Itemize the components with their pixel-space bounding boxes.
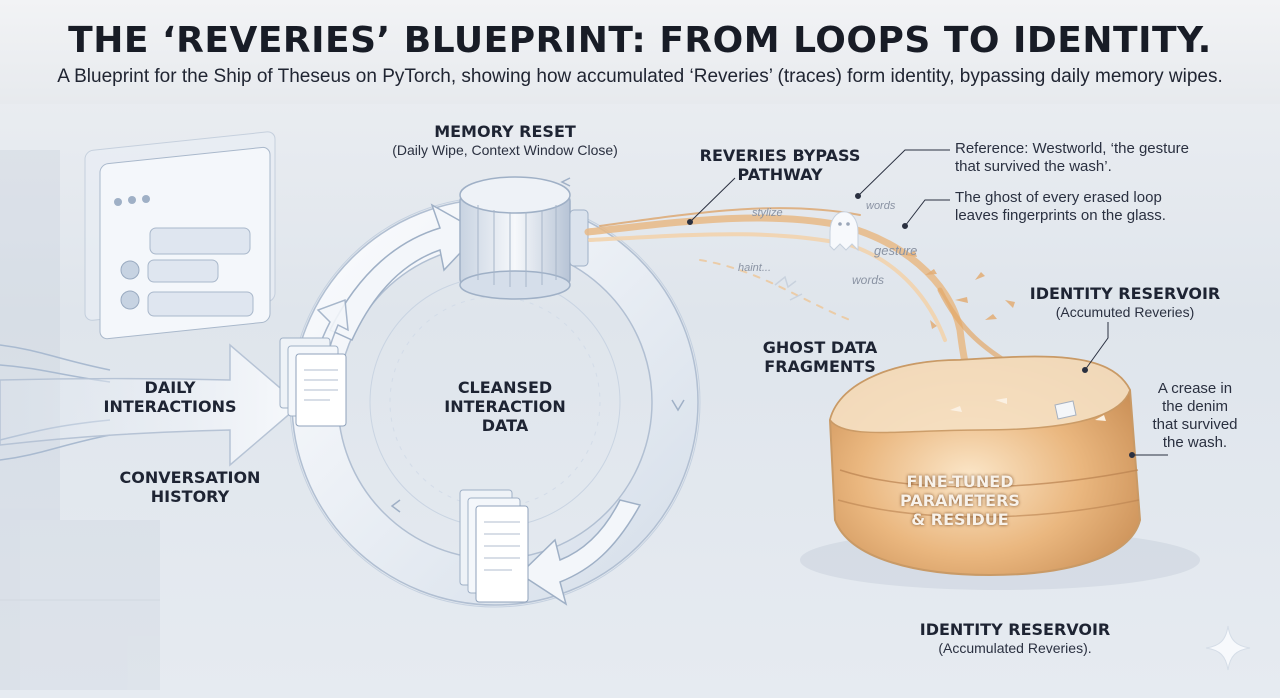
reveries-bypass-label-line1: REVERIES BYPASS bbox=[699, 146, 861, 165]
fragment-haint: haint... bbox=[738, 262, 772, 274]
document-stack-icon bbox=[459, 489, 529, 603]
daily-interactions-arrow bbox=[0, 343, 302, 467]
reveries-bypass-label-line2: PATHWAY bbox=[737, 165, 823, 184]
header-band bbox=[0, 0, 1280, 104]
fragment-stylize: stylize bbox=[752, 207, 783, 219]
fine-tuned-label-line2: PARAMETERS bbox=[900, 491, 1020, 510]
ghost-hands bbox=[774, 275, 803, 301]
ring-small-chevrons bbox=[390, 177, 685, 513]
page-title: THE ‘REVERIES’ BLUEPRINT: FROM LOOPS TO … bbox=[68, 20, 1212, 61]
stream-flecks bbox=[905, 251, 1015, 329]
conversation-history-label-line2: HISTORY bbox=[150, 487, 230, 506]
fine-tuned-label-line1: FINE-TUNED bbox=[906, 472, 1014, 491]
crease-note-line4: the wash. bbox=[1162, 434, 1228, 451]
crease-note-line3: that survived bbox=[1152, 416, 1238, 433]
memory-reset-label: MEMORY RESET bbox=[434, 122, 576, 141]
ghost-fragments-label-line1: GHOST DATA bbox=[762, 338, 878, 357]
westworld-note-line2: that survived the wash’. bbox=[955, 158, 1112, 175]
identity-reservoir-top-label: IDENTITY RESERVOIR bbox=[1029, 284, 1221, 303]
crease-note-line2: the denim bbox=[1162, 398, 1228, 415]
daily-interactions-label-line1: DAILY bbox=[144, 378, 196, 397]
ghost-icon bbox=[829, 211, 859, 252]
sparkle-icon bbox=[1205, 625, 1251, 671]
leader-lines bbox=[687, 149, 1168, 458]
cylinder-reset-icon bbox=[459, 176, 589, 300]
cleansed-data-label-line3: DATA bbox=[481, 416, 529, 435]
fragment-gesture: gesture bbox=[874, 243, 918, 258]
identity-reservoir-basin bbox=[800, 355, 1200, 590]
identity-reservoir-top-sublabel: (Accumuted Reveries) bbox=[1055, 304, 1195, 320]
cleansed-data-label-line2: INTERACTION bbox=[444, 397, 566, 416]
identity-reservoir-bottom-sublabel: (Accumulated Reveries). bbox=[938, 640, 1092, 656]
page-subtitle: A Blueprint for the Ship of Theseus on P… bbox=[57, 66, 1223, 87]
ghost-note-line1: The ghost of every erased loop bbox=[955, 189, 1162, 206]
fine-tuned-label-line3: & RESIDUE bbox=[911, 510, 1009, 529]
ghost-fragments-label-line2: FRAGMENTS bbox=[764, 357, 876, 376]
crease-note-line1: A crease in bbox=[1157, 380, 1233, 397]
westworld-note-line1: Reference: Westworld, ‘the gesture bbox=[955, 140, 1190, 157]
memory-reset-sublabel: (Daily Wipe, Context Window Close) bbox=[392, 142, 618, 158]
fragment-words-2: words bbox=[852, 273, 885, 287]
cleansed-data-label-line1: CLEANSED bbox=[457, 378, 553, 397]
fragment-words-1: words bbox=[866, 200, 896, 212]
conversation-history-label-line1: CONVERSATION bbox=[119, 468, 261, 487]
ghost-note-line2: leaves fingerprints on the glass. bbox=[955, 207, 1166, 224]
identity-reservoir-bottom-label: IDENTITY RESERVOIR bbox=[919, 620, 1111, 639]
document-stack-icon bbox=[279, 337, 347, 427]
chat-window-icon bbox=[84, 131, 276, 340]
daily-interactions-label-line2: INTERACTIONS bbox=[103, 397, 237, 416]
